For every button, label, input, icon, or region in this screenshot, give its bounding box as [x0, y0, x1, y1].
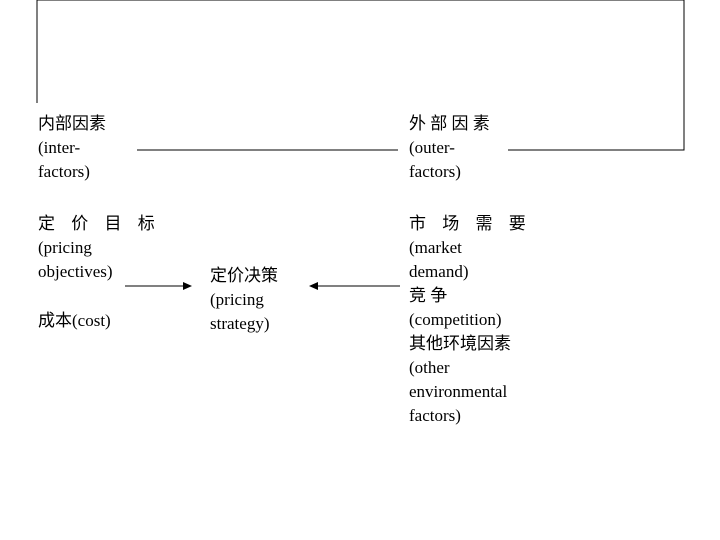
pricing-strategy-en-2: strategy)	[210, 314, 270, 333]
pricing-objectives-en-1: (pricing	[38, 238, 92, 257]
inner-factors-box: 内部因素 (inter- factors)	[38, 112, 106, 184]
pricing-strategy-en-1: (pricing	[210, 290, 264, 309]
pricing-objectives-en-2: objectives)	[38, 262, 113, 281]
cost-box: 成本(cost)	[38, 309, 111, 333]
other-factors-en-1: (other	[409, 358, 450, 377]
pricing-strategy-box: 定价决策 (pricing strategy)	[210, 264, 278, 336]
pricing-strategy-zh: 定价决策	[210, 266, 278, 285]
cost-label: 成本(cost)	[38, 311, 111, 330]
other-factors-zh: 其他环境因素	[409, 334, 511, 353]
environment-factors-box: 市 场 需 要 (market demand) 竞 争 (competition…	[409, 212, 541, 428]
market-demand-en-2: demand)	[409, 262, 469, 281]
top-bracket-frame	[36, 0, 685, 151]
other-factors-en-2: environmental	[409, 382, 508, 401]
inner-factors-en-2: factors)	[38, 162, 90, 181]
left-arrow-head	[183, 282, 192, 290]
competition-zh: 竞 争	[409, 284, 541, 308]
outer-factors-en-1: (outer-	[409, 138, 455, 157]
outer-factors-zh: 外 部 因 素	[409, 114, 490, 133]
outer-factors-en-2: factors)	[409, 162, 461, 181]
market-demand-zh: 市 场 需 要	[409, 214, 532, 233]
market-demand-en-1: (market	[409, 238, 462, 257]
inner-factors-en-1: (inter-	[38, 138, 81, 157]
inner-factors-zh: 内部因素	[38, 114, 106, 133]
competition-zh-b: 争	[430, 286, 448, 305]
pricing-objectives-zh: 定 价 目 标	[38, 214, 161, 233]
outer-factors-box: 外 部 因 素 (outer- factors)	[409, 112, 490, 184]
other-factors-en-3: factors)	[409, 406, 461, 425]
competition-en: (competition)	[409, 310, 502, 329]
pricing-objectives-box: 定 价 目 标 (pricing objectives)	[38, 212, 161, 284]
right-arrow-head	[309, 282, 318, 290]
competition-zh-a: 竞	[409, 286, 426, 305]
